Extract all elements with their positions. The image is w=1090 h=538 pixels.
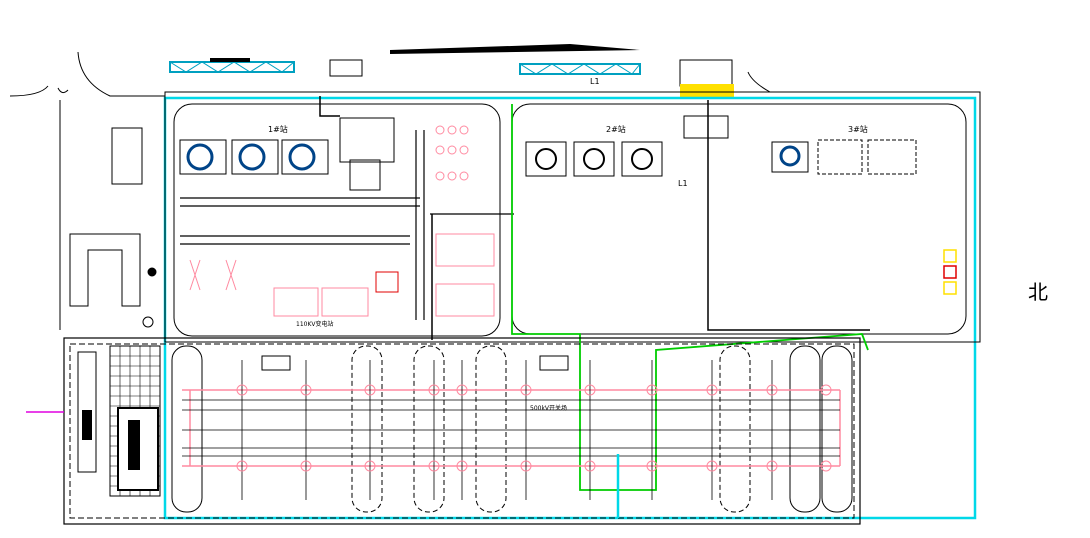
top-box-b bbox=[679, 59, 733, 87]
gantry-left bbox=[169, 58, 295, 73]
lower-yard-inner bbox=[69, 343, 855, 519]
pink-circuits bbox=[189, 125, 495, 317]
zone2-transformers bbox=[525, 115, 729, 177]
switchyard-box-right bbox=[539, 355, 569, 371]
side-markers bbox=[943, 249, 957, 295]
yellow-highlight-top bbox=[680, 84, 734, 98]
north-indicator: 北 bbox=[1028, 280, 1048, 304]
field-lanes bbox=[171, 345, 853, 513]
top-box-a bbox=[329, 59, 363, 77]
site-boundary-outer bbox=[164, 91, 981, 343]
l1-label-a: L1 bbox=[590, 77, 600, 86]
line-110kv-label: 110KV变电站 bbox=[296, 320, 334, 328]
left-buildings bbox=[69, 127, 157, 328]
switchyard-busbars bbox=[182, 389, 841, 467]
lower-yard-boundary bbox=[63, 337, 861, 525]
black-cable-route bbox=[319, 96, 870, 340]
switchyard-grid bbox=[182, 360, 840, 500]
zone3-equipment bbox=[771, 139, 917, 175]
zone1-compound bbox=[173, 103, 501, 337]
green-cable-route bbox=[511, 104, 869, 491]
zone23-compound bbox=[511, 103, 967, 335]
zone3-label: 3#站 bbox=[848, 124, 868, 134]
top-wedge-building bbox=[390, 44, 640, 54]
zone2-label: 2#站 bbox=[606, 124, 626, 134]
zone1-busbars bbox=[180, 130, 514, 320]
switchyard-nodes bbox=[236, 384, 832, 472]
zone1-transformers bbox=[179, 117, 395, 191]
field-500-label: 500kV开关场 bbox=[530, 404, 567, 412]
switchyard-box-left bbox=[261, 355, 291, 371]
hatched-block bbox=[77, 345, 161, 497]
gantry-right bbox=[519, 63, 641, 75]
l1-label-b: L1 bbox=[678, 179, 688, 188]
zone1-label: 1#站 bbox=[268, 124, 288, 134]
